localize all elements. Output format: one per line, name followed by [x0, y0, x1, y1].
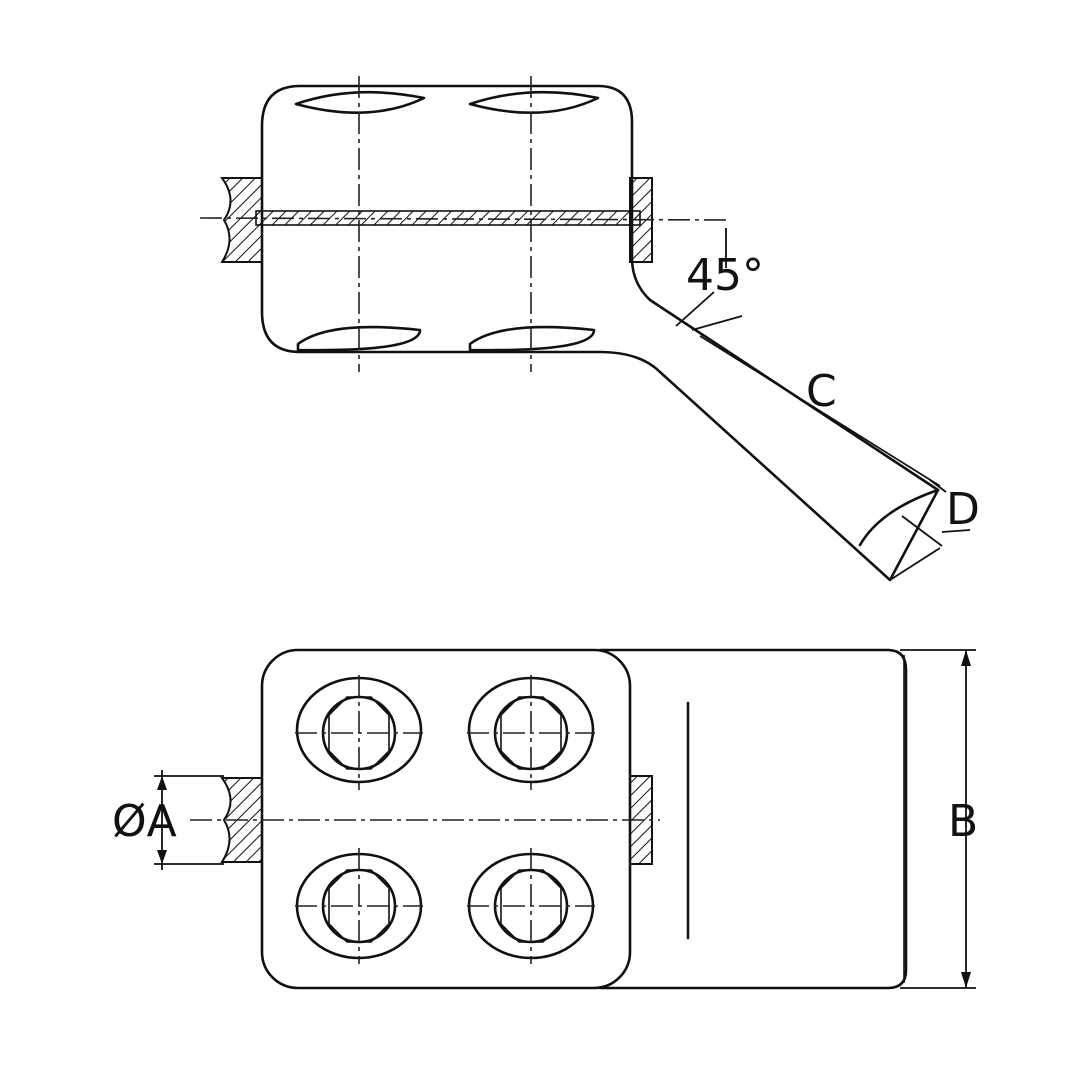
- angle-label: 45°: [686, 250, 764, 301]
- bolt-hole-top-left: [294, 90, 426, 114]
- dim-b-arrow-top: [961, 650, 971, 666]
- dim-c-line: [699, 335, 941, 487]
- dim-a-arrow-top: [157, 776, 167, 790]
- bolt-top-left: [295, 675, 423, 790]
- conductor-stub-left: [220, 177, 263, 263]
- plan-view-lug: [598, 648, 908, 990]
- bolt-top-right: [467, 675, 595, 790]
- dim-c-ext-2: [929, 479, 947, 493]
- dim-c-label: C: [806, 366, 837, 417]
- dim-a-label: ØA: [112, 796, 177, 847]
- dim-d-ext-2: [941, 529, 971, 533]
- conductor-centerline: [199, 217, 731, 221]
- dim-d-label: D: [946, 484, 980, 535]
- bolt-hole-bottom-right: [468, 325, 596, 352]
- bolt-bottom-left: [295, 848, 423, 964]
- dim-a-arrow-bottom: [157, 850, 167, 864]
- dim-b-arrow-bottom: [961, 972, 971, 988]
- dim-c-ext-1: [691, 315, 743, 331]
- dim-d-ext: [889, 547, 941, 581]
- dim-b-label: B: [948, 796, 978, 847]
- lug-end: [858, 488, 940, 547]
- bolt-bottom-right: [467, 848, 595, 964]
- bolt-hole-top-right: [468, 90, 600, 114]
- dim-d-line: [901, 515, 943, 547]
- side-view-body-outline: [260, 84, 940, 582]
- angle-leader: [675, 291, 715, 327]
- side-view: 45° C D: [199, 76, 980, 582]
- bolt-hole-bottom-left: [296, 325, 422, 352]
- plan-view-body: [260, 648, 632, 990]
- plan-view: ØA B: [112, 648, 978, 990]
